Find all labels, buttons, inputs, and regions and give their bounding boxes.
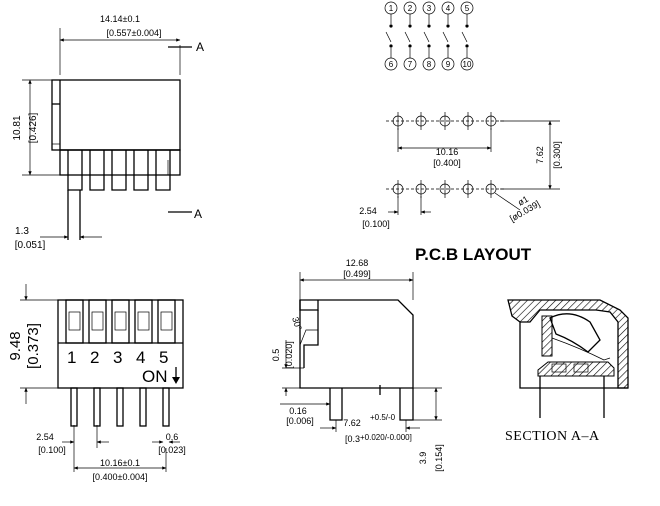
pin-number-bottom: 9 — [446, 60, 451, 69]
front-span-mm: 10.16±0.1 — [100, 458, 140, 468]
pin-number-bottom: 6 — [389, 60, 394, 69]
front-pin — [70, 387, 78, 427]
pcb-span-mm: 10.16 — [436, 147, 459, 157]
top-actuators — [59, 149, 181, 191]
front-pitch-mm: 2.54 — [36, 432, 54, 442]
section-view: SECTION A–A — [505, 299, 629, 444]
pin-number-top: 1 — [389, 4, 394, 13]
pin-number-top: 4 — [446, 4, 451, 13]
schematic-switch: 38 — [422, 1, 436, 71]
schematic-switch: 27 — [403, 1, 417, 71]
top-view: 14.14±0.1 [0.557±0.004] A A 10.81 — [12, 14, 204, 251]
side-pin-in: [0.154] — [434, 444, 444, 472]
pin-number-top: 3 — [427, 4, 432, 13]
side-view: 12.68 [0.499] 30° 0.5 [0.020] 0.16 [0.00… — [271, 258, 444, 472]
switch-actuator — [88, 299, 107, 344]
pin-circle — [403, 57, 417, 71]
pcb-span-in: [0.400] — [433, 158, 461, 168]
pin-width-mm: 1.3 — [15, 226, 29, 237]
front-pin-mm: 0.6 — [166, 432, 179, 442]
side-width-in: [0.499] — [343, 269, 371, 279]
front-view: 1 2 3 4 5 ON 9.48 [0.373] 2.54 [0.100] 0… — [7, 284, 186, 482]
top-height-in: [0.426] — [28, 112, 39, 143]
section-label: SECTION A–A — [505, 429, 600, 444]
side-row-mm: 7.62 — [343, 418, 361, 428]
side-offset-mm: 0.5 — [271, 349, 281, 362]
side-pin-mm: 3.9 — [418, 452, 428, 465]
pcb-layout: 10.16 [0.400] 7.62 [0.300] 2.54 [0.100] … — [359, 112, 562, 264]
switch-number-2: 2 — [90, 348, 99, 367]
schematic-switch: 16 — [384, 1, 398, 71]
side-standoff-in: [0.006] — [286, 416, 314, 426]
pin-circle — [422, 57, 436, 71]
front-pin — [116, 387, 124, 427]
pin-number-bottom: 8 — [427, 60, 432, 69]
top-height-mm: 10.81 — [12, 115, 23, 140]
front-pitch-in: [0.100] — [38, 445, 66, 455]
switch-number-3: 3 — [113, 348, 122, 367]
front-pin — [162, 387, 170, 427]
schematic-switch: 5 10 — [460, 1, 474, 71]
pcb-row-mm: 7.62 — [535, 146, 545, 164]
side-angle: 30° — [290, 316, 304, 332]
side-standoff-mm: 0.16 — [289, 406, 307, 416]
pcb-pitch-in: [0.100] — [362, 219, 390, 229]
front-pin — [93, 387, 101, 427]
switch-actuator — [157, 299, 176, 344]
switch-actuator — [111, 299, 130, 344]
front-pin — [139, 387, 147, 427]
pin-width-in: [0.051] — [15, 240, 46, 251]
on-label: ON — [142, 367, 168, 386]
pcb-hole-mm: ø1 — [516, 194, 530, 208]
top-width-mm: 14.14±0.1 — [100, 14, 140, 24]
pcb-row-in: [0.300] — [552, 141, 562, 169]
pin-circle — [460, 57, 474, 71]
front-span-in: [0.400±0.004] — [93, 472, 148, 482]
front-pin-in: [0.023] — [158, 445, 186, 455]
section-mark-bottom: A — [194, 207, 202, 221]
section-mark-top: A — [196, 40, 204, 54]
side-row-tol: +0.5/-0 — [370, 413, 396, 422]
side-width-mm: 12.68 — [346, 258, 369, 268]
pin-number-bottom: 10 — [463, 60, 472, 69]
pin-number-bottom: 7 — [408, 60, 413, 69]
pin-number-top: 2 — [408, 4, 413, 13]
switch-actuator — [134, 299, 153, 344]
pin-circle — [441, 57, 455, 71]
side-row-in: [0.3 — [345, 434, 360, 444]
pcb-pitch-mm: 2.54 — [359, 206, 377, 216]
front-height-mm: 9.48 — [7, 331, 24, 360]
side-offset-in: [0.020] — [284, 341, 294, 369]
top-width-in: [0.557±0.004] — [107, 28, 162, 38]
switch-number-1: 1 — [67, 348, 76, 367]
switch-actuator — [65, 299, 84, 344]
side-row-in-tol: +0.020/-0.000] — [360, 433, 412, 442]
switch-number-5: 5 — [159, 348, 168, 367]
pcb-layout-title: P.C.B LAYOUT — [415, 245, 532, 264]
front-height-in: [0.373] — [25, 323, 42, 369]
switch-number-4: 4 — [136, 348, 145, 367]
pin-number-top: 5 — [465, 4, 470, 13]
schematic-switch: 49 — [441, 1, 455, 71]
pin-circle — [384, 57, 398, 71]
